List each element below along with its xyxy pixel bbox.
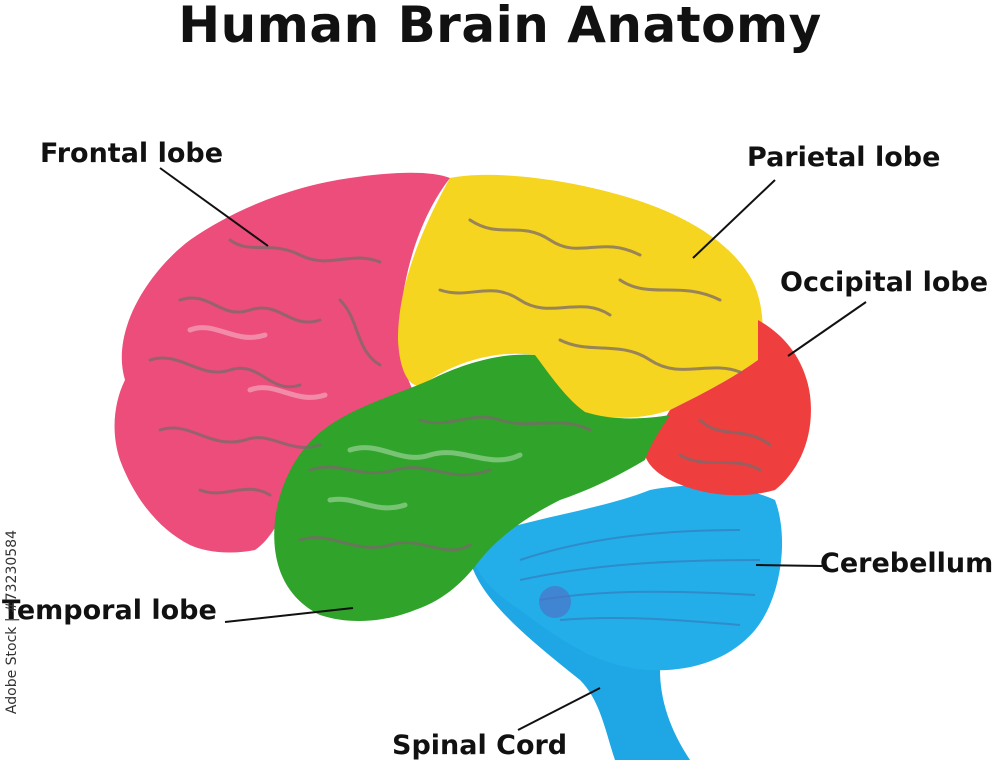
stock-watermark: Adobe Stock | #73230584 (4, 530, 20, 715)
leader-line-occipital (787, 301, 867, 357)
leader-line-temporal (224, 607, 354, 623)
leader-line-parietal (692, 179, 776, 259)
label-parietal-lobe: Parietal lobe (747, 142, 941, 173)
leader-lines (159, 167, 867, 731)
brain-highlight-texture (187, 325, 523, 511)
pons-marker (539, 586, 571, 618)
frontal-lobe-region (114, 172, 451, 553)
parietal-lobe-region (398, 174, 763, 418)
cerebellum-region (470, 485, 783, 671)
leader-line-frontal (159, 167, 269, 247)
label-frontal-lobe: Frontal lobe (40, 138, 224, 169)
label-spinal-cord: Spinal Cord (392, 730, 568, 761)
label-occipital-lobe: Occipital lobe (780, 267, 989, 298)
leader-line-spinal (517, 687, 601, 731)
diagram-title: Human Brain Anatomy (178, 0, 822, 54)
label-temporal-lobe: Temporal lobe (2, 595, 217, 626)
temporal-lobe-region (274, 354, 670, 622)
label-cerebellum: Cerebellum (820, 548, 994, 579)
brain-gyri-texture (148, 218, 772, 552)
occipital-lobe-region (643, 320, 811, 496)
leader-line-cerebellum (755, 564, 823, 567)
